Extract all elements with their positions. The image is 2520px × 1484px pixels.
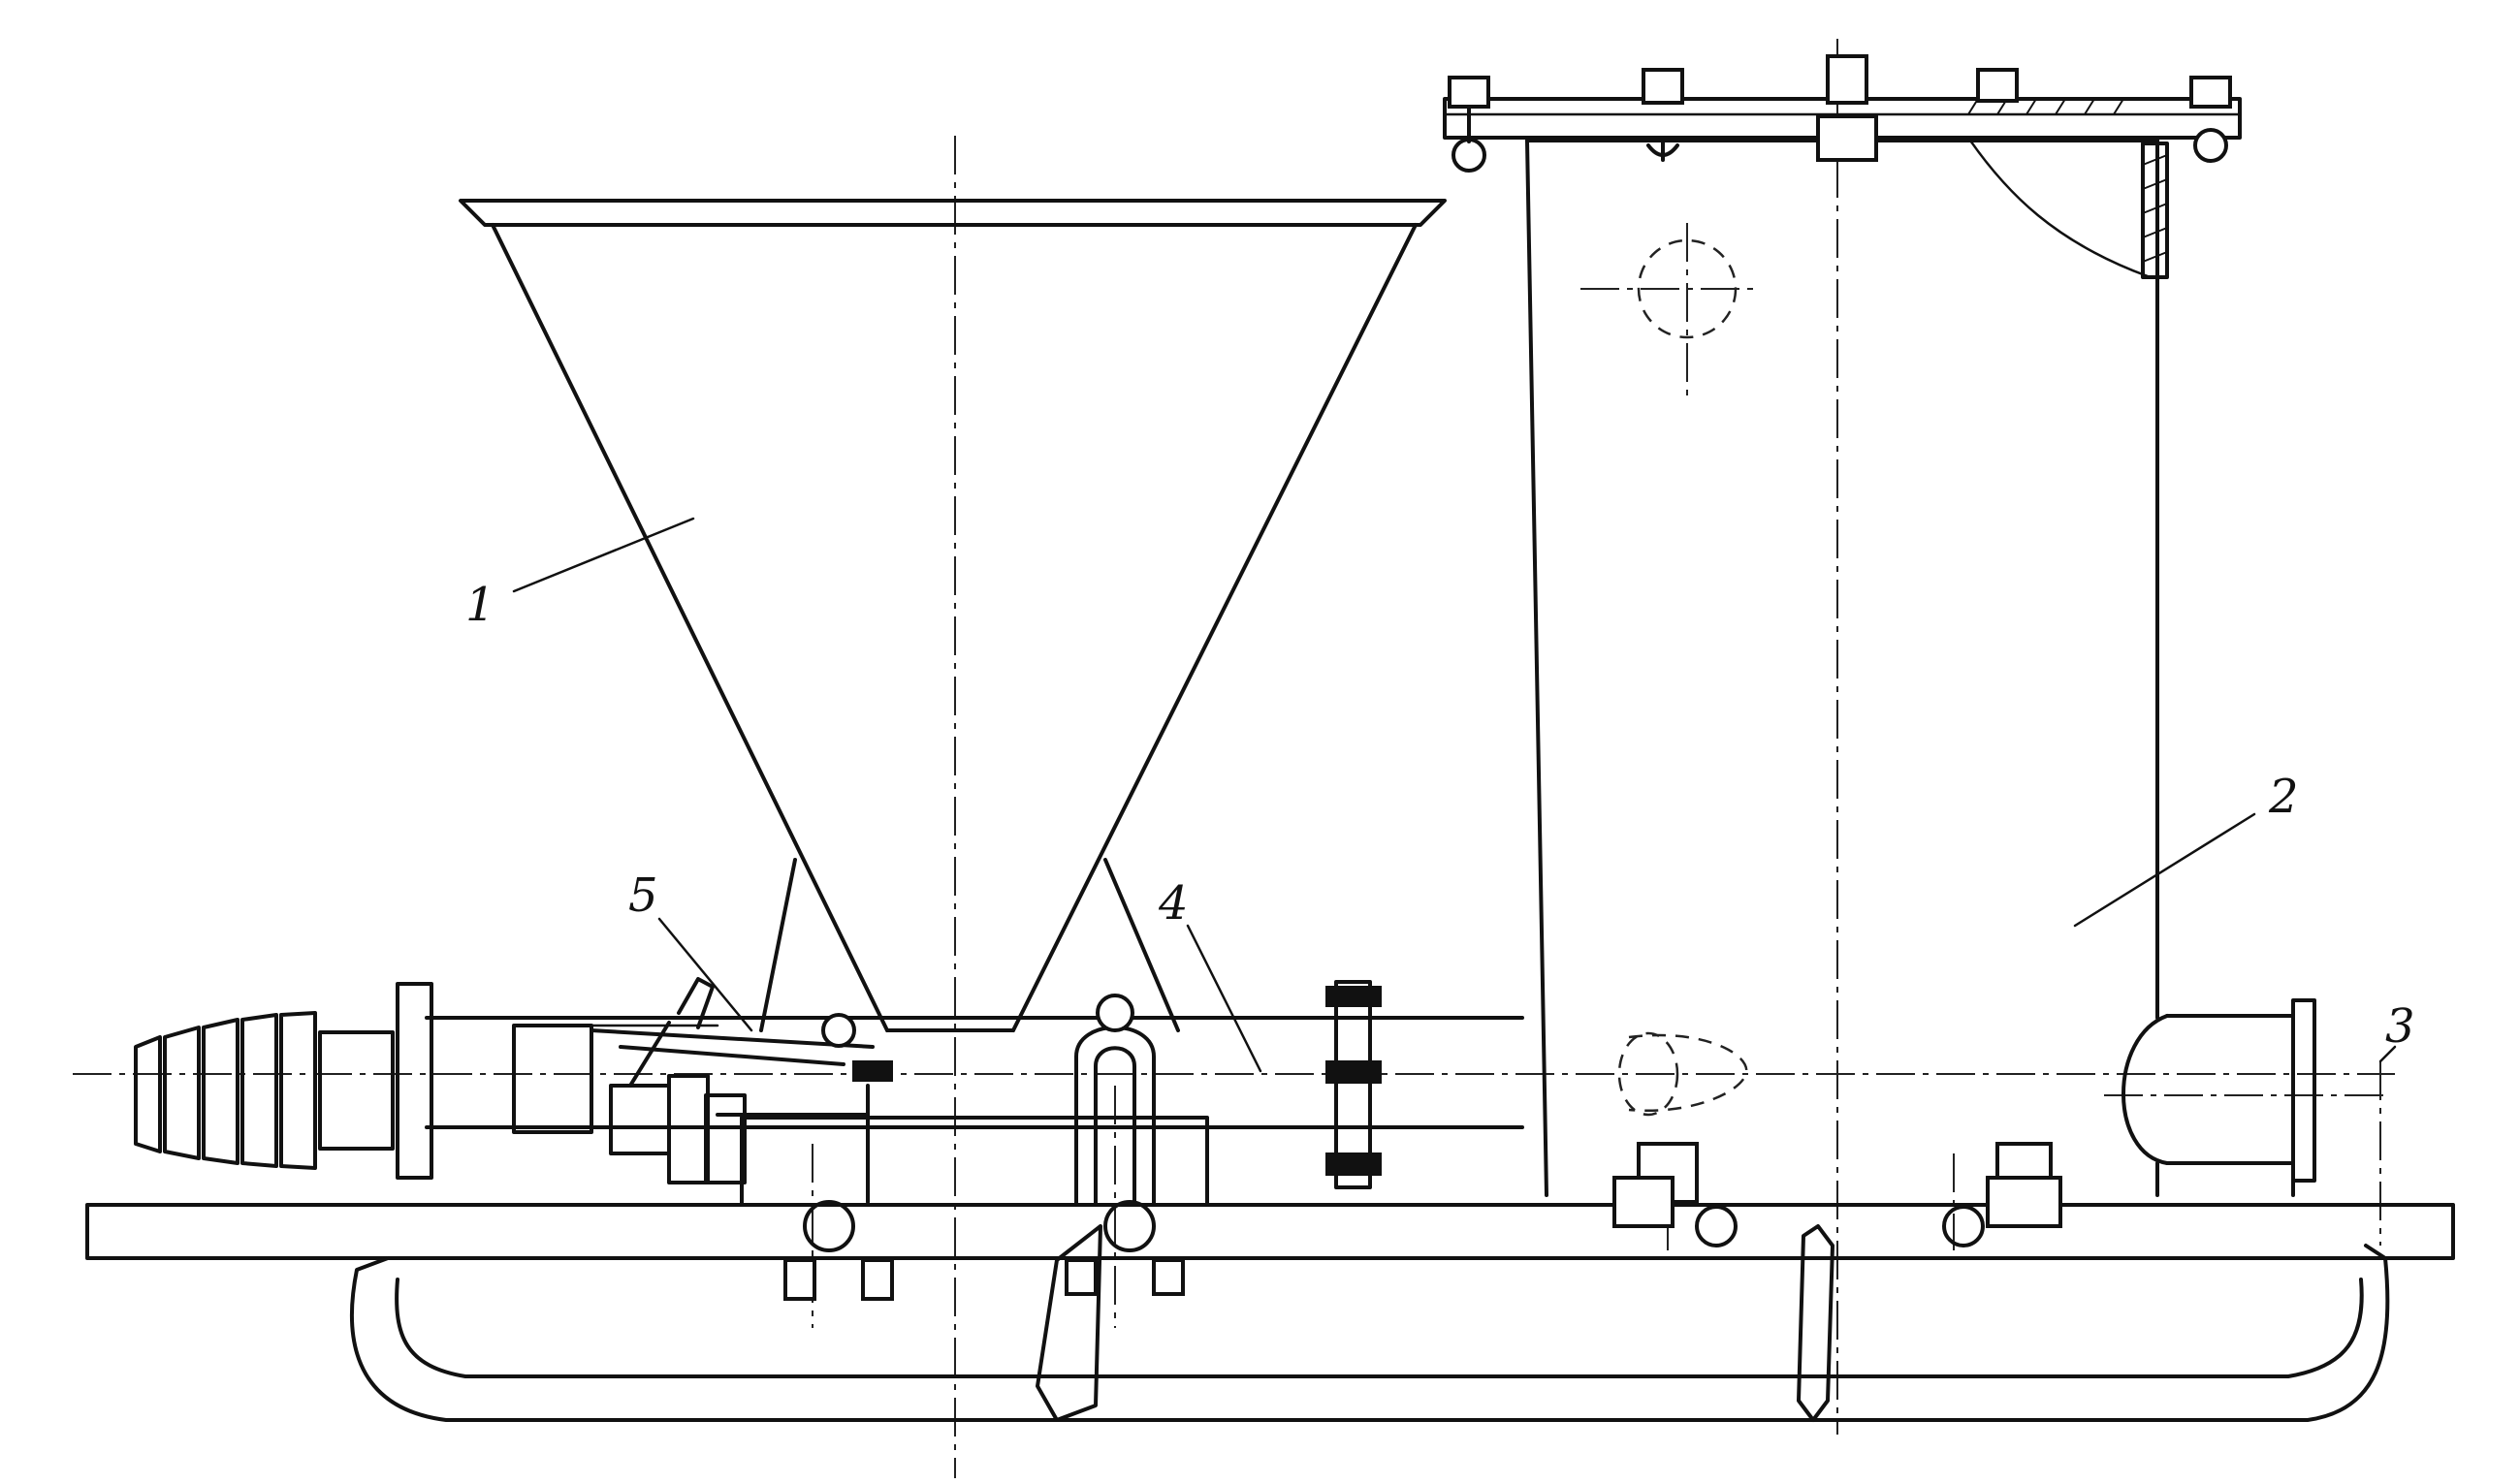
lid-clamp-1 xyxy=(1448,76,1490,173)
callouts: 1 2 3 4 5 xyxy=(465,517,2415,1073)
callout-1-label: 1 xyxy=(465,578,495,632)
shackle-inner xyxy=(1094,1046,1136,1207)
corrugated-nozzle xyxy=(134,1011,395,1170)
axis-lines xyxy=(73,39,2395,1478)
shackle-pin xyxy=(1096,994,1134,1032)
tank-outlet xyxy=(2121,998,2316,1197)
hopper-left-wall xyxy=(491,223,889,1032)
callout-1-leader xyxy=(512,517,695,593)
lid-clamp-4 xyxy=(1976,68,2019,103)
tank-wall-section xyxy=(2141,142,2169,279)
skid-post-right xyxy=(1797,1224,1834,1422)
tank-wall-hatch xyxy=(2142,154,2168,263)
hopper xyxy=(459,199,1447,1032)
pipe-shackle xyxy=(1074,994,1156,1207)
callout-2-label: 2 xyxy=(2268,770,2299,824)
tank-foot-clamps xyxy=(1612,1142,2062,1228)
hidden-pipe-end xyxy=(1617,1031,1679,1117)
hopper-rim xyxy=(459,199,1447,227)
callout-5-leader xyxy=(657,917,753,1032)
base-frame xyxy=(85,1142,2455,1422)
hopper-left-leg xyxy=(759,858,797,1032)
hidden-cap xyxy=(1628,1033,1748,1112)
lid-clamp-5 xyxy=(2189,76,2232,163)
tank-cutaway-curve xyxy=(1966,136,2150,278)
callout-4-label: 4 xyxy=(1158,876,1189,931)
gate-valve xyxy=(590,977,893,1204)
tank-left-wall xyxy=(1525,139,1548,1197)
callout-4-leader xyxy=(1186,924,1262,1073)
skid-outer xyxy=(349,1244,2390,1422)
frame-bolts xyxy=(783,1200,1985,1301)
tank-porthole xyxy=(1637,238,1738,339)
frame-beam xyxy=(85,1203,2455,1260)
hopper-right-leg xyxy=(1103,858,1180,1032)
outlet-bend xyxy=(2121,1014,2169,1165)
conveyor-pipe xyxy=(425,980,1524,1207)
callout-2-leader xyxy=(2073,812,2256,928)
outlet-flange xyxy=(2291,998,2316,1183)
callout-3-leader xyxy=(2378,1045,2397,1063)
lid-clamp-3 xyxy=(1816,54,1878,162)
hopper-right-wall xyxy=(1011,223,1418,1032)
skid-post-left xyxy=(1036,1224,1102,1422)
callout-5-label: 5 xyxy=(628,868,658,923)
inlet-flange xyxy=(396,982,433,1180)
tank xyxy=(1443,54,2316,1197)
skid-inner xyxy=(395,1278,2364,1378)
pipe-flange-joint xyxy=(1317,980,1388,1189)
inlet-assembly xyxy=(134,977,1015,1204)
callout-3-label: 3 xyxy=(2385,999,2415,1054)
lid-clamp-2 xyxy=(1642,68,1684,162)
lid-clamps xyxy=(1448,54,2232,173)
